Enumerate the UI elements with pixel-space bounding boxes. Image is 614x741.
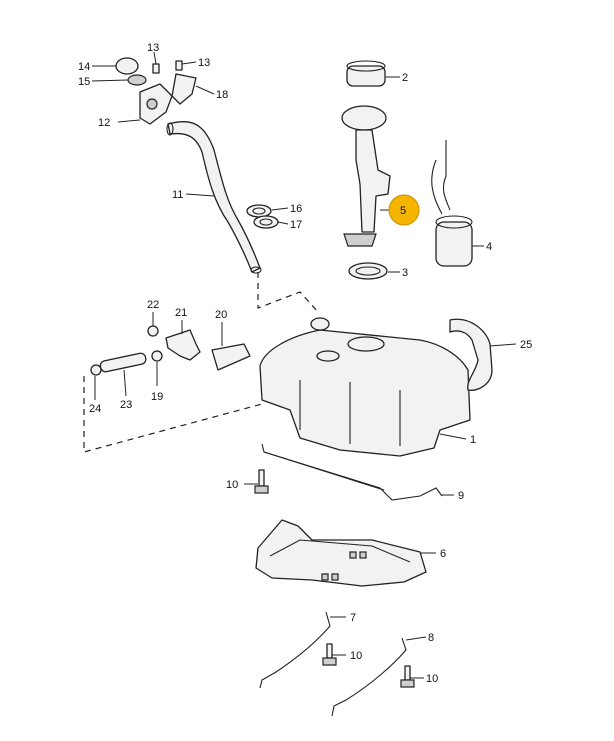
heat-shield-part[interactable] — [255, 519, 427, 587]
filler-neck-assembly — [115, 57, 279, 274]
callout-1[interactable]: 1 — [470, 434, 476, 446]
relation-line — [83, 376, 263, 453]
leader-lines — [91, 51, 517, 679]
callout-20[interactable]: 20 — [215, 309, 227, 321]
grommet-part[interactable] — [246, 204, 272, 218]
callout-22[interactable]: 22 — [147, 299, 159, 311]
fuel-tank-part[interactable] — [259, 329, 471, 457]
callout-3[interactable]: 3 — [402, 267, 408, 279]
callout-6[interactable]: 6 — [440, 548, 446, 560]
filler-neck-part[interactable] — [449, 318, 493, 391]
fuel-sender-part[interactable] — [435, 221, 473, 267]
callout-14[interactable]: 14 — [78, 61, 90, 73]
callout-10c[interactable]: 10 — [426, 673, 438, 685]
callout-9[interactable]: 9 — [458, 490, 464, 502]
callout-16[interactable]: 16 — [290, 203, 302, 215]
pump-flange-part[interactable] — [341, 105, 387, 131]
bracket-part[interactable] — [171, 73, 197, 105]
callout-11[interactable]: 11 — [172, 189, 183, 201]
valve-part[interactable] — [165, 329, 201, 361]
callout-13b[interactable]: 13 — [198, 57, 210, 69]
strap-part[interactable] — [259, 611, 331, 689]
vent-hose-parts — [90, 325, 251, 376]
callout-7[interactable]: 7 — [350, 612, 356, 624]
grommet-part[interactable] — [253, 215, 279, 229]
sender-wiring-part[interactable] — [431, 140, 451, 215]
fuel-tank — [259, 317, 493, 457]
bolt-part[interactable] — [322, 643, 337, 666]
callout-12[interactable]: 12 — [98, 117, 110, 129]
callout-2[interactable]: 2 — [402, 72, 408, 84]
callout-13a[interactable]: 13 — [147, 42, 159, 54]
bolt-part[interactable] — [254, 469, 269, 494]
relation-line — [257, 272, 319, 313]
callout-25[interactable]: 25 — [520, 339, 532, 351]
callout-10b[interactable]: 10 — [350, 650, 362, 662]
callout-4[interactable]: 4 — [486, 241, 492, 253]
callout-17[interactable]: 17 — [290, 219, 302, 231]
callout-labels: 1 2 3 4 5 6 7 8 9 10 10 10 11 12 13 13 1… — [78, 42, 532, 685]
tank-seal-part[interactable] — [348, 262, 388, 280]
callout-10a[interactable]: 10 — [226, 479, 238, 491]
fuel-pump-part[interactable] — [355, 129, 391, 233]
screw-part[interactable] — [152, 63, 160, 74]
clamp-part[interactable] — [151, 350, 163, 362]
callout-5[interactable]: 5 — [400, 205, 406, 217]
callout-19[interactable]: 19 — [151, 391, 163, 403]
lock-ring-part[interactable] — [346, 65, 386, 87]
callout-18[interactable]: 18 — [216, 89, 228, 101]
screw-part[interactable] — [175, 60, 183, 71]
callout-21[interactable]: 21 — [175, 307, 187, 319]
clamp-part[interactable] — [90, 364, 102, 376]
strap-part[interactable] — [331, 637, 407, 717]
cap-seal-part[interactable] — [127, 74, 147, 86]
callout-23[interactable]: 23 — [120, 399, 132, 411]
callout-15[interactable]: 15 — [78, 76, 90, 88]
filler-tube-part[interactable] — [167, 120, 261, 273]
fuel-pump-assembly — [341, 60, 473, 280]
callout-5-highlight — [388, 194, 420, 226]
bolt-part[interactable] — [400, 665, 415, 688]
callout-24[interactable]: 24 — [89, 403, 101, 415]
clamp-part[interactable] — [147, 325, 159, 337]
hose-part[interactable] — [99, 352, 147, 373]
callout-8[interactable]: 8 — [428, 632, 434, 644]
bracket-part[interactable] — [211, 343, 251, 371]
filler-cap-part[interactable] — [115, 57, 139, 75]
